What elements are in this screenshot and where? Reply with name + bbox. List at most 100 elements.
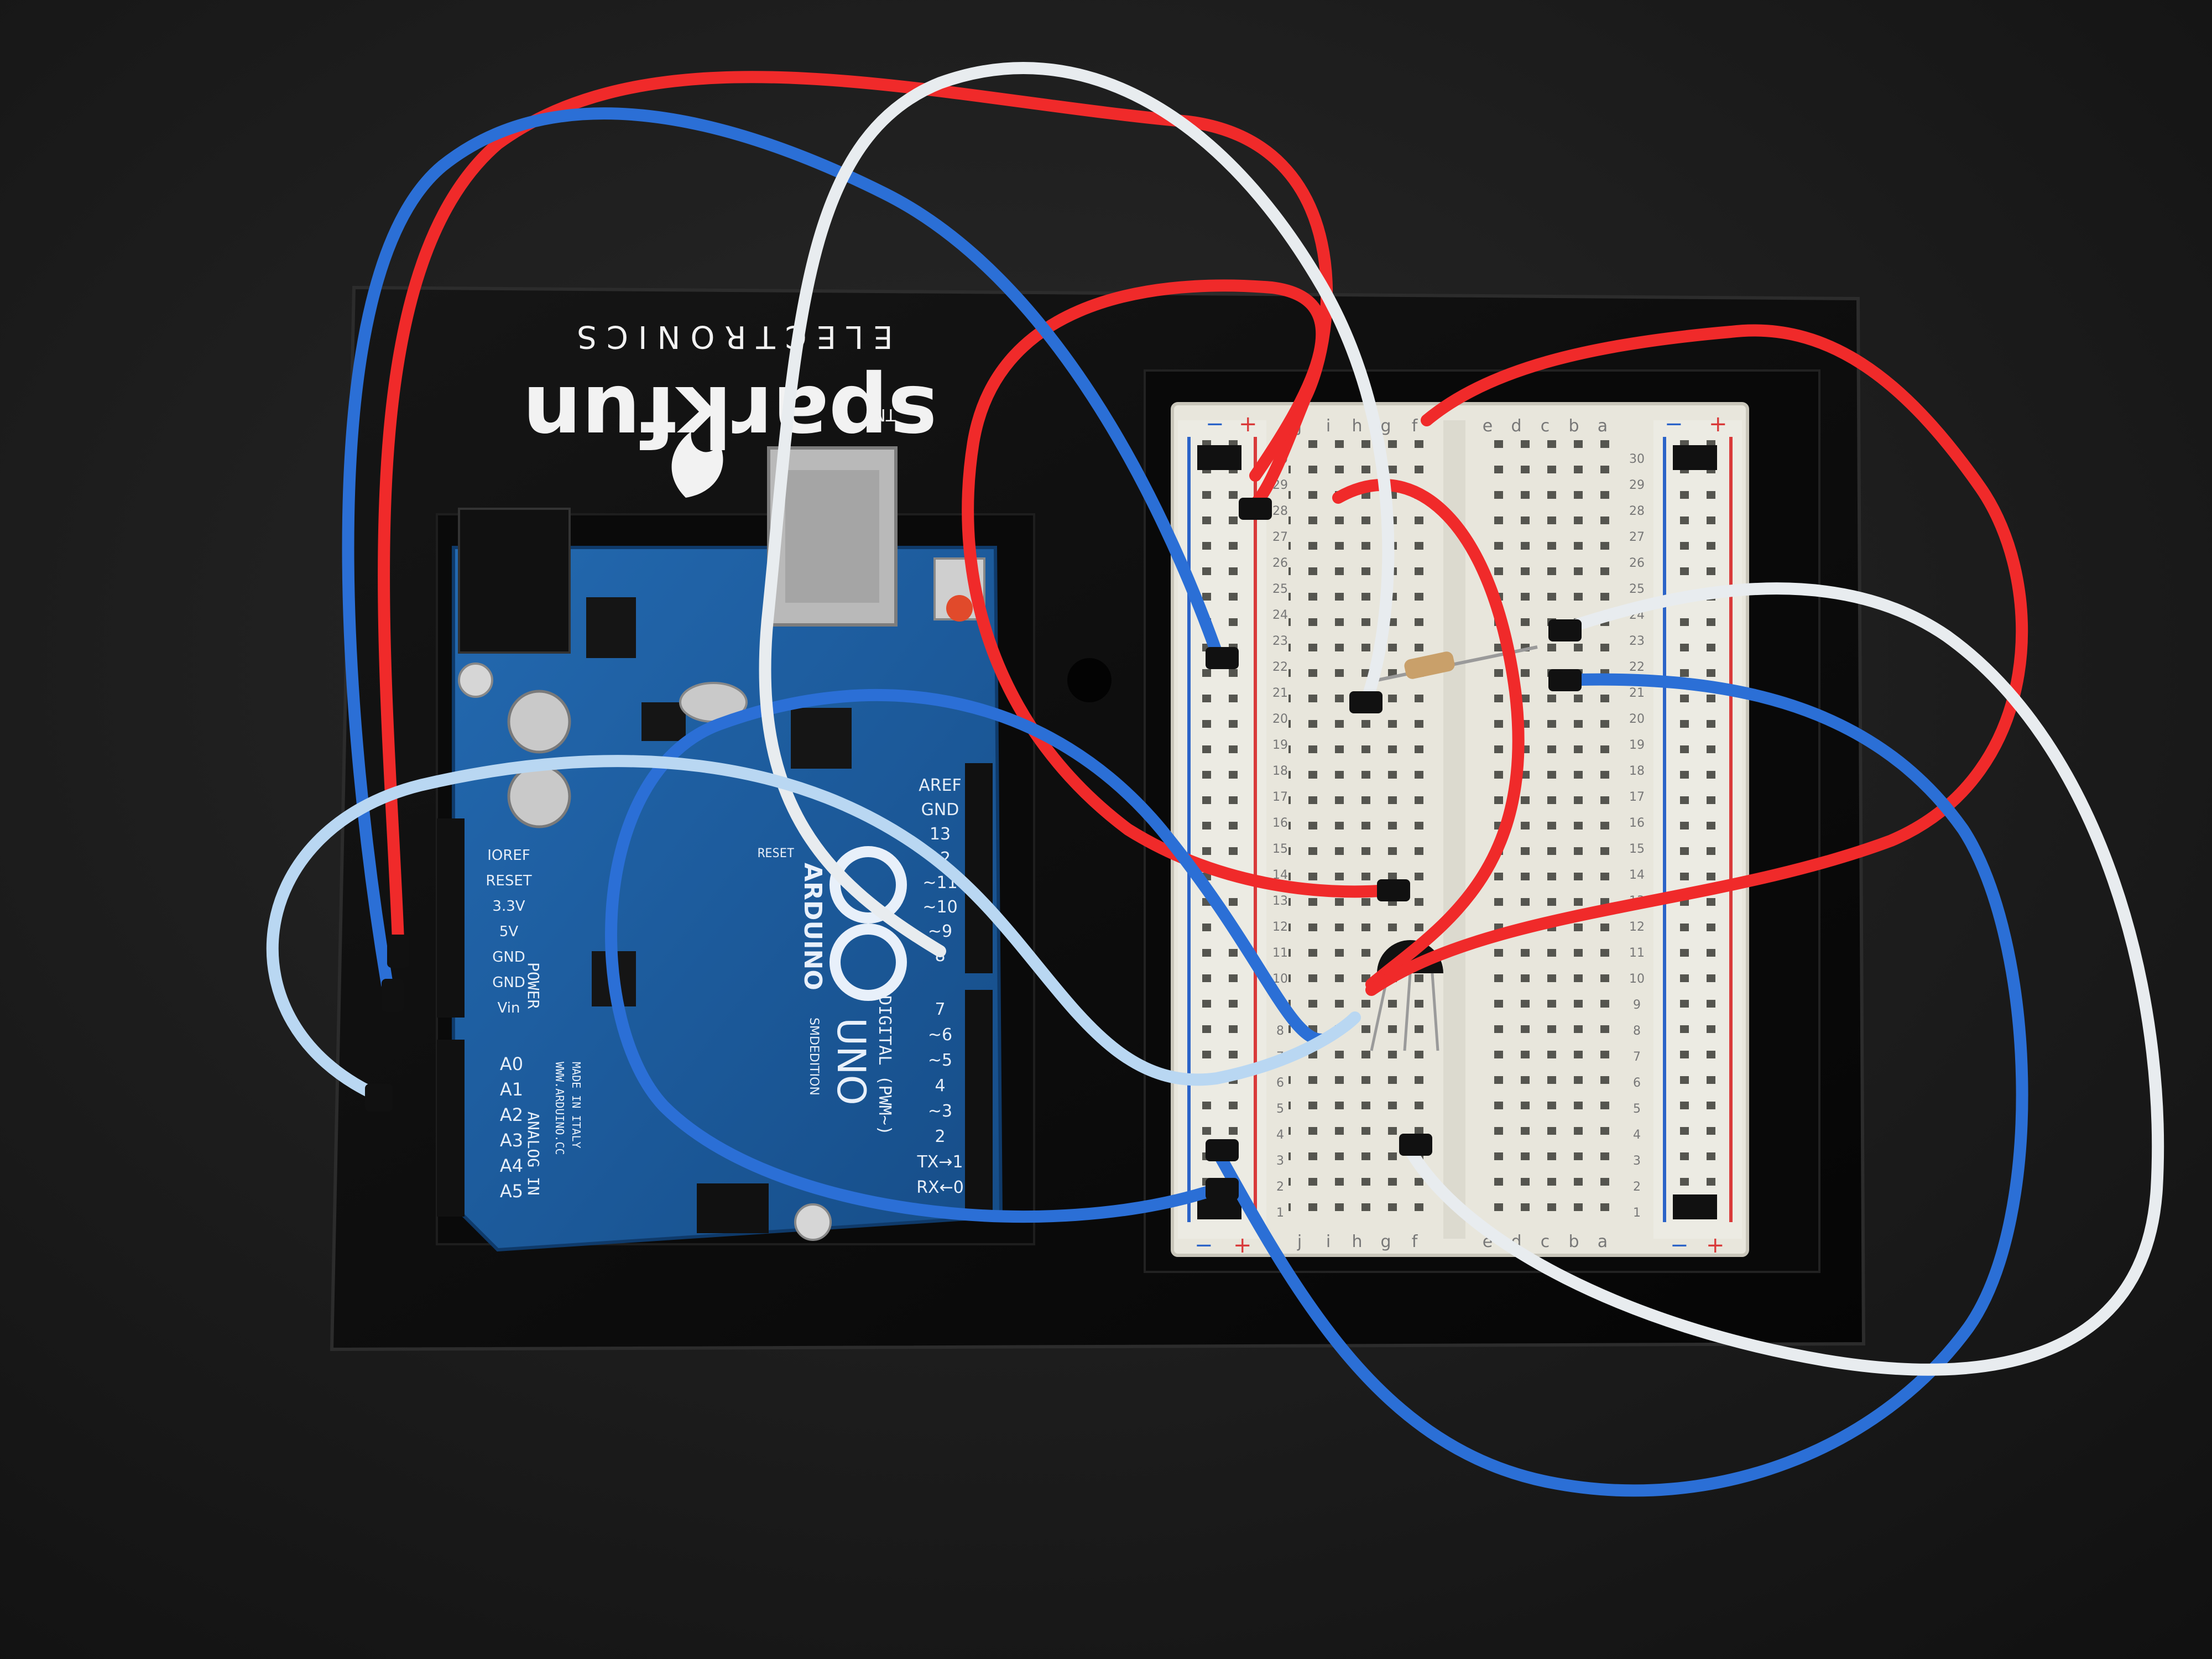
row-number-label: 26 xyxy=(1629,556,1645,570)
terminal-strip-left xyxy=(1288,431,1432,1228)
row-number-label: 15 xyxy=(1629,842,1645,856)
analog-header xyxy=(437,1040,465,1217)
digital-header-label: DIGITAL (PWM~) xyxy=(875,995,894,1135)
row-number-label: 22 xyxy=(1629,660,1645,674)
digital-pin-label: AREF xyxy=(919,776,962,795)
row-number-label: 4 xyxy=(1276,1128,1284,1142)
lightblue-wire-a0-to-breadboard xyxy=(266,755,1361,1101)
column-label: h xyxy=(1352,1232,1362,1251)
red-wire-loop-right xyxy=(1365,324,2028,996)
power-pin-label: GND xyxy=(492,949,525,966)
column-label: g xyxy=(1380,416,1391,436)
row-number-label: 11 xyxy=(1272,946,1288,960)
arduino-made-in: MADE IN ITALY xyxy=(570,1062,583,1149)
digital-pin-label: ~9 xyxy=(928,922,952,941)
row-number-label: 8 xyxy=(1633,1024,1641,1038)
row-number-label: 11 xyxy=(1629,946,1645,960)
row-number-label: 25 xyxy=(1272,582,1288,596)
digital-pin-label: ~3 xyxy=(928,1102,952,1121)
column-label: c xyxy=(1541,1232,1550,1251)
row-number-label: 12 xyxy=(1272,920,1288,934)
row-number-label: 16 xyxy=(1629,816,1645,830)
analog-pin-label: A4 xyxy=(500,1155,523,1176)
rail-minus-top-right: − xyxy=(1665,411,1683,437)
row-number-label: 1 xyxy=(1276,1206,1284,1220)
power-pin-label: 3.3V xyxy=(492,898,525,915)
jumper-wires xyxy=(266,62,2164,1497)
row-number-label: 23 xyxy=(1629,634,1645,648)
row-number-label: 13 xyxy=(1272,894,1288,908)
row-number-label: 27 xyxy=(1629,530,1645,544)
row-number-label: 12 xyxy=(1629,920,1645,934)
column-label: g xyxy=(1380,1232,1391,1251)
analog-pin-label: A3 xyxy=(500,1130,523,1151)
sparkfun-logo: sparkfun ELECTRONICS TM xyxy=(523,319,937,463)
digital-pin-label: GND xyxy=(921,800,959,820)
dc-power-jack xyxy=(458,508,571,654)
column-label: i xyxy=(1326,416,1331,436)
row-number-label: 28 xyxy=(1272,504,1288,518)
row-number-label: 3 xyxy=(1276,1154,1284,1168)
row-number-label: 4 xyxy=(1633,1128,1641,1142)
rail-minus-bottom-left: − xyxy=(1194,1233,1213,1258)
rail-plus-bottom-right: + xyxy=(1706,1233,1725,1258)
digital-pin-label: TX→1 xyxy=(916,1152,963,1172)
row-number-label: 5 xyxy=(1276,1102,1284,1116)
analog-pin-label: A5 xyxy=(500,1181,523,1202)
power-pin-label: Vin xyxy=(498,1000,520,1016)
flame-icon xyxy=(671,431,723,498)
row-number-label: 26 xyxy=(1272,556,1288,570)
row-number-label: 19 xyxy=(1272,738,1288,752)
mount-screw-1 xyxy=(458,662,493,698)
capacitor-1 xyxy=(507,690,571,754)
column-label: a xyxy=(1598,1232,1608,1251)
digital-pin-label: 4 xyxy=(935,1076,945,1095)
analog-pin-label: A1 xyxy=(500,1079,523,1100)
row-number-label: 6 xyxy=(1633,1076,1641,1090)
column-label: h xyxy=(1352,416,1362,436)
row-number-label: 30 xyxy=(1629,452,1645,466)
row-number-label: 20 xyxy=(1272,712,1288,726)
digital-pin-label: RX←0 xyxy=(916,1178,964,1197)
arduino-brand: ARDUINO xyxy=(799,863,827,990)
row-number-label: 19 xyxy=(1629,738,1645,752)
row-number-label: 29 xyxy=(1629,478,1645,492)
column-label: b xyxy=(1568,416,1579,436)
row-number-label: 10 xyxy=(1629,972,1645,986)
digital-pin-label: ~6 xyxy=(928,1025,952,1045)
row-number-label: 28 xyxy=(1629,504,1645,518)
row-number-label: 14 xyxy=(1629,868,1645,882)
sparkfun-tm: TM xyxy=(872,405,896,424)
reset-label: RESET xyxy=(758,847,794,860)
row-number-label: 2 xyxy=(1633,1180,1641,1194)
row-number-label: 25 xyxy=(1629,582,1645,596)
row-number-label: 1 xyxy=(1633,1206,1641,1220)
rail-plus-top-right: + xyxy=(1709,411,1728,437)
arduino-website: WWW.ARDUINO.CC xyxy=(553,1062,566,1155)
digital-pin-label: 2 xyxy=(935,1127,945,1146)
white-wire-pin-to-breadboard xyxy=(759,62,1395,957)
column-label: i xyxy=(1326,1232,1331,1251)
power-pin-label: GND xyxy=(492,974,525,991)
row-number-label: 6 xyxy=(1276,1076,1284,1090)
power-pin-label: 5V xyxy=(499,924,519,940)
digital-pin-label: ~10 xyxy=(922,898,957,917)
rail-minus-top-left: − xyxy=(1206,411,1224,437)
capacitor-2 xyxy=(507,764,571,828)
row-number-label: 17 xyxy=(1629,790,1645,804)
power-pin-label: IOREF xyxy=(487,847,530,864)
row-number-label: 3 xyxy=(1633,1154,1641,1168)
row-number-label: 7 xyxy=(1633,1050,1641,1064)
analog-header-label: ANALOG IN xyxy=(524,1112,542,1196)
row-number-label: 24 xyxy=(1272,608,1288,622)
rail-minus-bottom-right: − xyxy=(1670,1233,1689,1258)
rail-plus-bottom-left: + xyxy=(1233,1233,1252,1258)
row-number-label: 5 xyxy=(1633,1102,1641,1116)
white-wire-right-loop xyxy=(1404,582,2164,1376)
digital-header-bottom xyxy=(965,990,993,1211)
